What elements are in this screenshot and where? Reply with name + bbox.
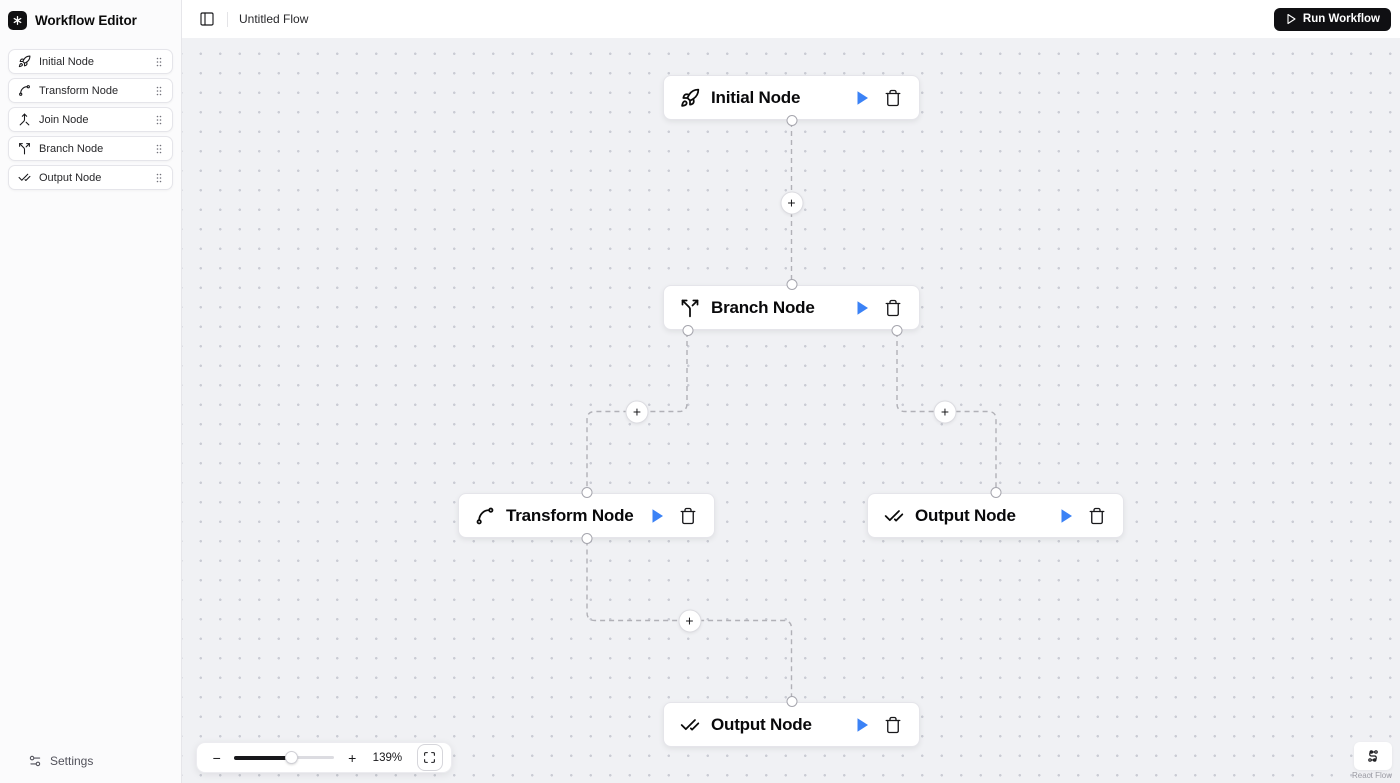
spline-icon (18, 84, 31, 97)
sidebar: Workflow Editor Initial Node Transform N… (0, 0, 182, 783)
target-handle[interactable] (990, 487, 1001, 498)
delete-node-button[interactable] (884, 716, 902, 734)
check-check-icon (680, 715, 700, 735)
source-handle[interactable] (786, 115, 797, 126)
node-title: Initial Node (711, 87, 801, 107)
sidebar-item-label: Join Node (39, 113, 89, 126)
node-output-bottom[interactable]: Output Node (663, 696, 920, 747)
app-brand: Workflow Editor (0, 0, 181, 43)
sidebar-item-label: Branch Node (39, 142, 104, 155)
add-node-button[interactable]: + (625, 400, 649, 423)
topbar-divider (227, 11, 228, 27)
run-node-button[interactable] (853, 716, 871, 734)
source-handle[interactable] (581, 533, 592, 544)
run-node-button[interactable] (1057, 507, 1075, 525)
sidebar-item-join-node[interactable]: Join Node (8, 107, 173, 132)
flow-name[interactable]: Untitled Flow (239, 12, 309, 26)
zoom-in-button[interactable]: + (344, 750, 359, 766)
main-area: Untitled Flow Run Workflow + + + + I (182, 0, 1400, 783)
zoom-out-button[interactable]: − (209, 750, 224, 766)
node-title: Output Node (711, 714, 812, 734)
settings-button[interactable]: Settings (0, 749, 181, 783)
run-node-button[interactable] (648, 507, 666, 525)
edge-branch-output[interactable] (896, 332, 997, 491)
node-branch[interactable]: Branch Node (663, 279, 920, 336)
settings-label: Settings (50, 754, 94, 768)
delete-node-button[interactable] (679, 507, 697, 525)
grip-vertical-icon[interactable] (153, 114, 165, 126)
zoom-controls: − + 139% (196, 742, 452, 773)
sidebar-item-output-node[interactable]: Output Node (8, 165, 173, 190)
toggle-sidebar-button[interactable] (195, 7, 219, 31)
grip-vertical-icon[interactable] (153, 172, 165, 184)
sidebar-item-branch-node[interactable]: Branch Node (8, 136, 173, 161)
flow-canvas[interactable]: + + + + Initial Node Branch Node (182, 38, 1400, 783)
react-flow-logo-icon[interactable] (1354, 742, 1392, 770)
node-title: Transform Node (506, 505, 634, 525)
rocket-icon (680, 88, 700, 108)
app-logo-icon (8, 11, 27, 30)
attribution-label: React Flow (1351, 771, 1392, 780)
sidebar-item-transform-node[interactable]: Transform Node (8, 78, 173, 103)
target-handle[interactable] (581, 487, 592, 498)
target-handle[interactable] (786, 279, 797, 290)
node-palette: Initial Node Transform Node Join Node Br… (0, 43, 181, 190)
check-check-icon (18, 171, 31, 184)
delete-node-button[interactable] (884, 299, 902, 317)
grip-vertical-icon[interactable] (153, 143, 165, 155)
zoom-slider[interactable] (234, 751, 335, 764)
spline-icon (475, 506, 495, 526)
edge-transform-output[interactable] (586, 540, 793, 701)
run-workflow-label: Run Workflow (1302, 13, 1380, 25)
source-handle-right[interactable] (891, 325, 903, 336)
run-workflow-button[interactable]: Run Workflow (1273, 7, 1391, 31)
grip-vertical-icon[interactable] (153, 56, 165, 68)
add-node-button[interactable]: + (678, 609, 701, 632)
edge-layer (586, 122, 997, 701)
node-transform[interactable]: Transform Node (458, 487, 715, 544)
zoom-slider-fill (234, 755, 292, 760)
delete-node-button[interactable] (884, 89, 902, 107)
zoom-slider-thumb[interactable] (284, 751, 298, 764)
merge-icon (18, 113, 31, 126)
node-initial[interactable]: Initial Node (663, 75, 920, 126)
sidebar-item-label: Transform Node (39, 84, 119, 97)
add-node-button[interactable]: + (933, 400, 957, 423)
sidebar-item-initial-node[interactable]: Initial Node (8, 49, 173, 74)
zoom-level: 139% (372, 751, 403, 764)
app-title: Workflow Editor (35, 13, 137, 28)
split-icon (18, 142, 31, 155)
split-icon (680, 298, 700, 318)
run-node-button[interactable] (853, 299, 871, 317)
target-handle[interactable] (786, 696, 797, 707)
node-title: Branch Node (711, 297, 815, 317)
topbar: Untitled Flow Run Workflow (182, 0, 1400, 38)
check-check-icon (884, 506, 904, 526)
run-node-button[interactable] (853, 89, 871, 107)
sidebar-item-label: Output Node (39, 171, 102, 184)
node-title: Output Node (915, 505, 1016, 525)
fit-view-button[interactable] (416, 744, 443, 771)
delete-node-button[interactable] (1088, 507, 1106, 525)
node-output-right[interactable]: Output Node (867, 487, 1124, 538)
react-flow-attribution: React Flow (1352, 742, 1392, 780)
rocket-icon (18, 55, 31, 68)
add-node-button[interactable]: + (780, 191, 803, 214)
sliders-icon (28, 754, 42, 768)
grip-vertical-icon[interactable] (153, 85, 165, 97)
sidebar-item-label: Initial Node (39, 55, 95, 68)
source-handle-left[interactable] (682, 325, 694, 336)
